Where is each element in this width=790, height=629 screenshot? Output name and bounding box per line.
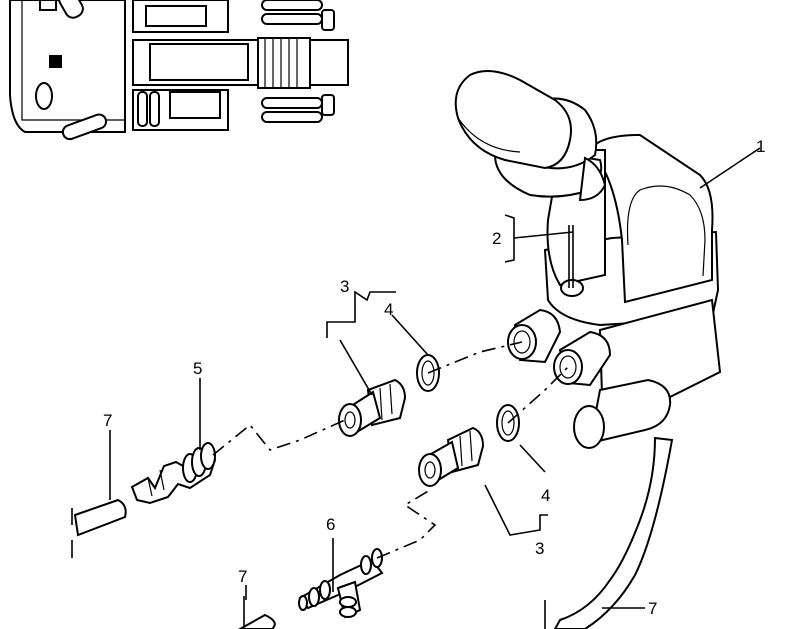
callout-4-lower: 4 <box>541 486 550 505</box>
hose-upper-left <box>71 498 127 558</box>
locator-marker <box>49 55 62 68</box>
assembly-path-lines <box>212 341 569 559</box>
callout-7-lower-left: 7 <box>238 567 247 586</box>
callout-5: 5 <box>193 359 202 378</box>
callout-1: 1 <box>756 137 765 156</box>
tee-connector <box>298 548 384 619</box>
callout-leaders <box>109 147 761 609</box>
callout-2: 2 <box>492 229 501 248</box>
fitting-lower <box>418 426 485 487</box>
callout-7-lower-right: 7 <box>648 599 657 618</box>
callout-3-upper: 3 <box>340 277 349 296</box>
valve-body <box>454 70 722 449</box>
hose-nipple <box>130 442 217 505</box>
callout-6: 6 <box>326 515 335 534</box>
fitting-upper <box>338 378 407 437</box>
hose-lower-left <box>237 596 276 629</box>
callout-4-upper: 4 <box>384 300 393 319</box>
vehicle-locator-inset <box>9 0 349 141</box>
callout-7-upper-left: 7 <box>103 411 112 430</box>
hose-lower-right <box>544 436 674 629</box>
callout-3-lower: 3 <box>535 539 544 558</box>
